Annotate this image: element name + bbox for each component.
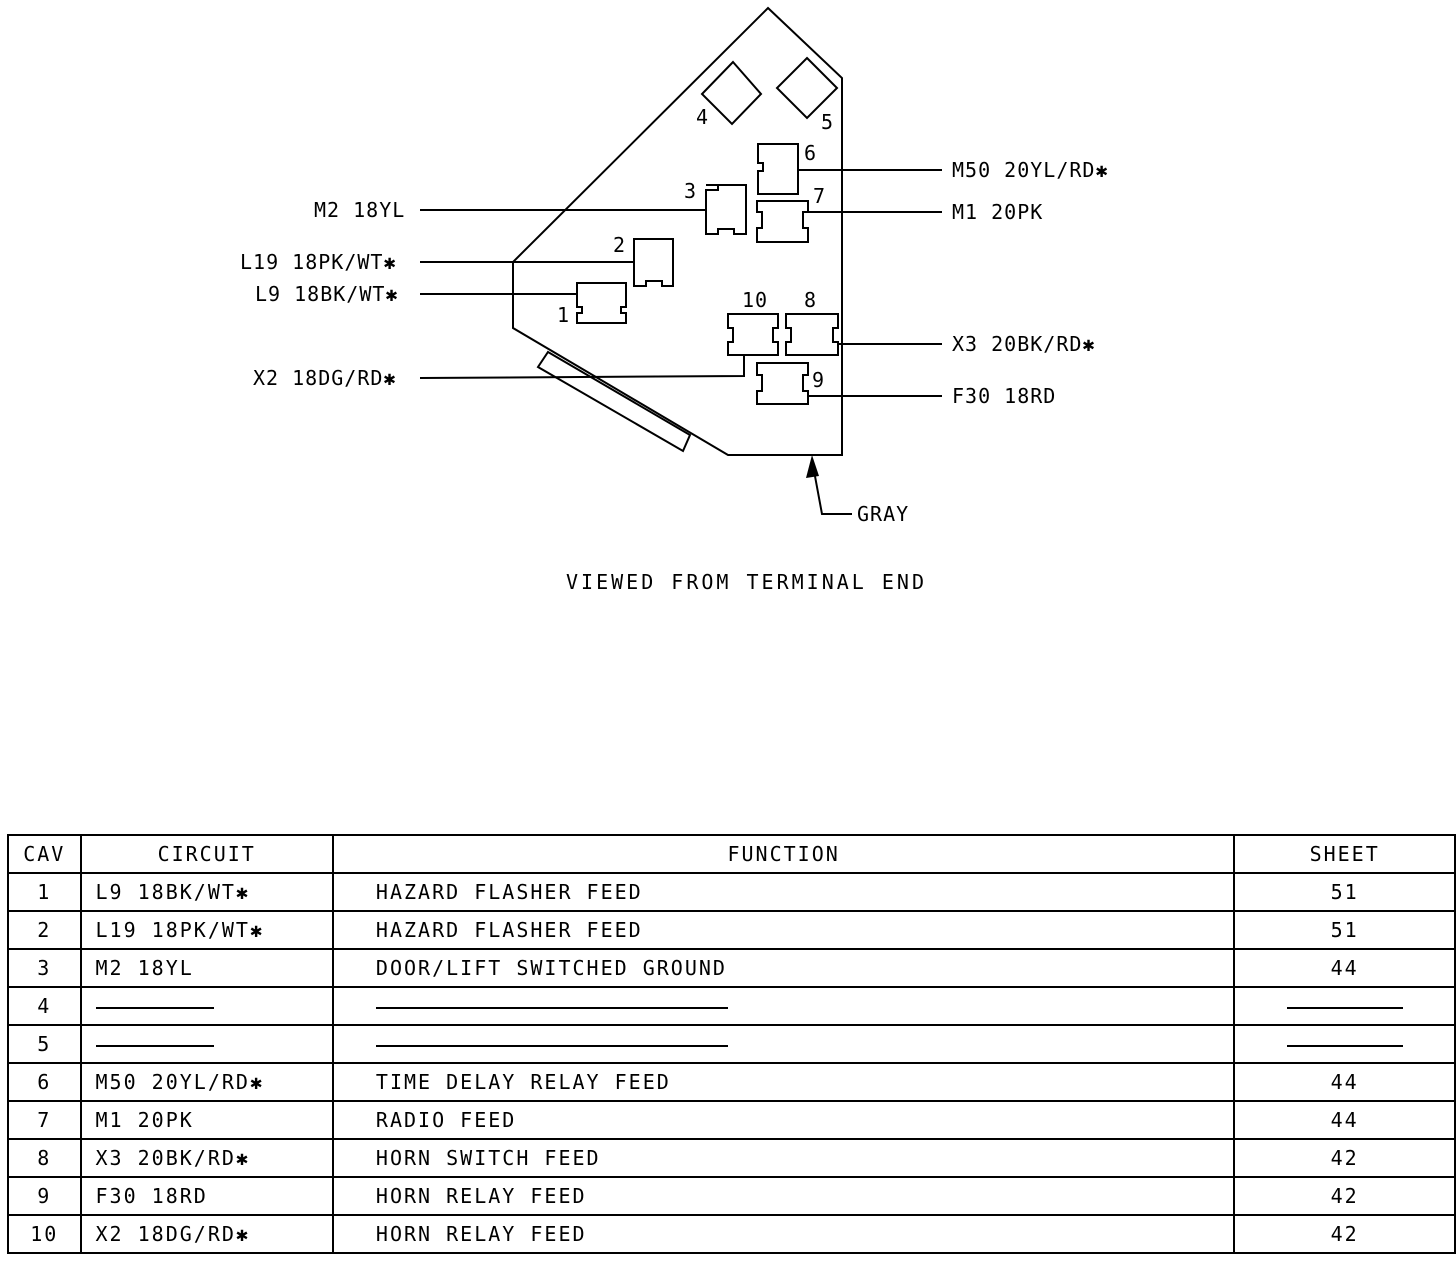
cell-function: HAZARD FLASHER FEED xyxy=(331,872,1236,912)
cavity-number-7: 7 xyxy=(813,184,826,208)
cell-sheet: 44 xyxy=(1233,1062,1456,1102)
cell-sheet: 42 xyxy=(1233,1138,1456,1178)
cell-function-empty xyxy=(331,986,1236,1026)
leader-x2 xyxy=(419,355,745,379)
cell-sheet: 44 xyxy=(1233,948,1456,988)
cavity-number-9: 9 xyxy=(812,368,825,392)
table-row: 4 xyxy=(7,986,1456,1026)
cell-circuit: X3 20BK/RD✱ xyxy=(79,1138,334,1178)
cell-sheet: 42 xyxy=(1233,1176,1456,1216)
header-cav: CAV xyxy=(7,834,82,874)
cell-function: HORN RELAY FEED xyxy=(331,1214,1236,1254)
cell-circuit: M2 18YL xyxy=(79,948,334,988)
cavity-number-5: 5 xyxy=(821,110,834,134)
cell-function: TIME DELAY RELAY FEED xyxy=(331,1062,1236,1102)
cavity-6 xyxy=(757,143,799,195)
cell-cav: 6 xyxy=(7,1062,82,1102)
table-header-row: CAV CIRCUIT FUNCTION SHEET xyxy=(7,834,1456,874)
color-callout: GRAY xyxy=(857,502,909,526)
cell-function: RADIO FEED xyxy=(331,1100,1236,1140)
table-row: 10 X2 18DG/RD✱ HORN RELAY FEED 42 xyxy=(7,1214,1456,1254)
cavity-number-6: 6 xyxy=(804,141,817,165)
dash-line xyxy=(95,1044,214,1047)
dash-line xyxy=(375,1006,728,1009)
wire-label-x2: X2 18DG/RD✱ xyxy=(253,366,396,390)
cavity-number-3: 3 xyxy=(684,179,697,203)
dash-line xyxy=(95,1006,214,1009)
cavity-number-1: 1 xyxy=(557,303,570,327)
cavity-2 xyxy=(633,238,674,287)
dash-line xyxy=(1286,1006,1403,1009)
cell-sheet-empty xyxy=(1233,1024,1456,1064)
locking-tab xyxy=(536,350,692,453)
cell-cav: 10 xyxy=(7,1214,82,1254)
gray-arrowhead xyxy=(806,455,819,478)
cavity-number-8: 8 xyxy=(804,288,817,312)
cavity-number-4: 4 xyxy=(696,105,709,129)
diagram-caption: VIEWED FROM TERMINAL END xyxy=(566,570,927,594)
cell-function: HORN SWITCH FEED xyxy=(331,1138,1236,1178)
wire-label-l19: L19 18PK/WT✱ xyxy=(240,250,397,274)
cell-function: HORN RELAY FEED xyxy=(331,1176,1236,1216)
wire-label-m50: M50 20YL/RD✱ xyxy=(952,158,1109,182)
table-row: 6 M50 20YL/RD✱ TIME DELAY RELAY FEED 44 xyxy=(7,1062,1456,1102)
cell-cav: 3 xyxy=(7,948,82,988)
table-row: 9 F30 18RD HORN RELAY FEED 42 xyxy=(7,1176,1456,1216)
cell-sheet: 42 xyxy=(1233,1214,1456,1254)
cell-circuit: M1 20PK xyxy=(79,1100,334,1140)
cell-cav: 1 xyxy=(7,872,82,912)
cell-cav: 8 xyxy=(7,1138,82,1178)
header-sheet: SHEET xyxy=(1233,834,1456,874)
cell-cav: 5 xyxy=(7,1024,82,1064)
pinout-table: CAV CIRCUIT FUNCTION SHEET 1 L9 18BK/WT✱… xyxy=(7,834,1456,1254)
cell-circuit: F30 18RD xyxy=(79,1176,334,1216)
leader-gray xyxy=(811,459,852,515)
cell-circuit-empty xyxy=(79,1024,334,1064)
table-row: 8 X3 20BK/RD✱ HORN SWITCH FEED 42 xyxy=(7,1138,1456,1178)
cavity-9 xyxy=(756,362,809,405)
table-row: 3 M2 18YL DOOR/LIFT SWITCHED GROUND 44 xyxy=(7,948,1456,988)
cavity-number-2: 2 xyxy=(613,233,626,257)
wire-label-m1: M1 20PK xyxy=(952,200,1043,224)
cell-cav: 9 xyxy=(7,1176,82,1216)
cell-sheet: 51 xyxy=(1233,872,1456,912)
cell-sheet-empty xyxy=(1233,986,1456,1026)
cell-circuit: L9 18BK/WT✱ xyxy=(79,872,334,912)
connector-housing xyxy=(512,6,843,456)
cell-function: HAZARD FLASHER FEED xyxy=(331,910,1236,950)
cavity-10 xyxy=(727,313,779,356)
cavity-5 xyxy=(775,56,839,120)
cell-function: DOOR/LIFT SWITCHED GROUND xyxy=(331,948,1236,988)
table-row: 1 L9 18BK/WT✱ HAZARD FLASHER FEED 51 xyxy=(7,872,1456,912)
cell-sheet: 51 xyxy=(1233,910,1456,950)
header-circuit: CIRCUIT xyxy=(79,834,334,874)
cell-circuit: L19 18PK/WT✱ xyxy=(79,910,334,950)
wire-label-f30: F30 18RD xyxy=(952,384,1056,408)
cell-cav: 7 xyxy=(7,1100,82,1140)
dash-line xyxy=(1286,1044,1403,1047)
wire-label-x3: X3 20BK/RD✱ xyxy=(952,332,1095,356)
cell-cav: 2 xyxy=(7,910,82,950)
cavity-7 xyxy=(756,200,809,243)
connector-diagram: 1 2 3 4 5 6 7 8 9 10 M50 20YL/RD✱ M2 18Y… xyxy=(240,6,1109,594)
cell-sheet: 44 xyxy=(1233,1100,1456,1140)
cavity-number-10: 10 xyxy=(742,288,768,312)
table-row: 7 M1 20PK RADIO FEED 44 xyxy=(7,1100,1456,1140)
cavity-1 xyxy=(576,282,627,324)
table-row: 2 L19 18PK/WT✱ HAZARD FLASHER FEED 51 xyxy=(7,910,1456,950)
wire-label-l9: L9 18BK/WT✱ xyxy=(255,282,398,306)
cell-circuit-empty xyxy=(79,986,334,1026)
cavity-4 xyxy=(700,60,763,126)
cell-circuit: X2 18DG/RD✱ xyxy=(79,1214,334,1254)
wire-label-m2: M2 18YL xyxy=(314,198,405,222)
cavity-8 xyxy=(785,313,839,356)
cell-circuit: M50 20YL/RD✱ xyxy=(79,1062,334,1102)
cell-cav: 4 xyxy=(7,986,82,1026)
cell-function-empty xyxy=(331,1024,1236,1064)
dash-line xyxy=(375,1044,728,1047)
header-function: FUNCTION xyxy=(331,834,1236,874)
cavity-3 xyxy=(705,184,747,235)
table-row: 5 xyxy=(7,1024,1456,1064)
